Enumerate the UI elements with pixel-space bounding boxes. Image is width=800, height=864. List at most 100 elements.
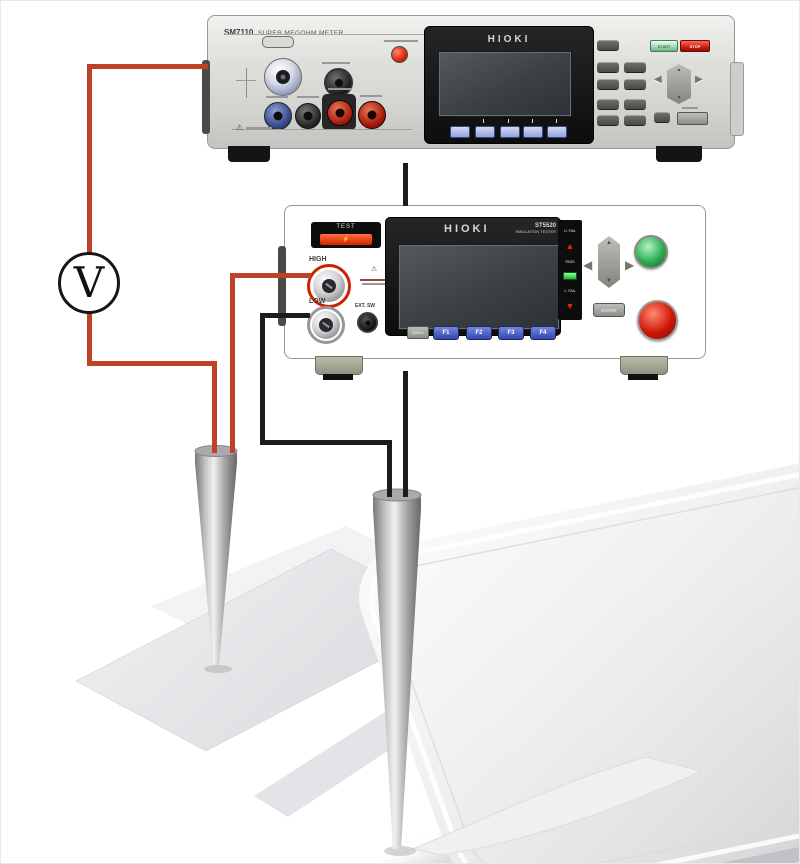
tester-left-handle (278, 246, 286, 326)
preset-button[interactable] (262, 36, 294, 48)
lamp-label-line (384, 40, 418, 42)
arrow-left-key[interactable]: ◀ (583, 258, 593, 272)
wire-high-to-probe1 (230, 273, 235, 453)
arrow-right-key[interactable]: ▶ (625, 258, 635, 272)
wire-voltmeter-to-probe1 (212, 361, 217, 453)
function-key-1[interactable] (450, 126, 470, 138)
brand-logo: HIOKI (487, 34, 531, 45)
enter-key[interactable]: ENTER (593, 303, 625, 317)
stop-key-label: STOP (689, 43, 701, 49)
rec-key[interactable] (654, 112, 670, 122)
probe2-shadow (384, 846, 416, 856)
caution-text-line (246, 127, 273, 129)
f2-key-label: F2 (475, 330, 483, 336)
f4-key[interactable]: F4 (530, 326, 556, 340)
black-jack[interactable] (295, 103, 321, 129)
caution-row: ⚠ (236, 123, 273, 132)
bolt-icon: ⚡ (342, 236, 350, 243)
input-connector[interactable] (264, 58, 302, 96)
megohm-meter-right-handle (730, 62, 744, 136)
megohm-meter-model: SM7110 (224, 28, 254, 37)
stop-button[interactable] (637, 300, 678, 341)
start-key-label: START (657, 43, 671, 49)
jack-label-line (297, 96, 319, 98)
wire-link-between-instruments (403, 163, 408, 206)
upper-fail-lamp: ▲ (565, 240, 575, 251)
stop-key[interactable]: STOP (680, 40, 710, 52)
lower-fail-label: L. FAIL (564, 289, 576, 294)
wire-voltmeter-vertical (87, 64, 92, 366)
wire-low-vertical (260, 313, 265, 445)
keypad-key[interactable] (597, 40, 619, 50)
megohm-meter-display: HIOKI (424, 26, 594, 144)
tester-model: ST5520 (534, 223, 556, 229)
lcd-screen (438, 51, 572, 117)
keypad-key[interactable] (597, 115, 619, 125)
guard-jack[interactable] (324, 68, 353, 97)
high-terminal[interactable] (307, 264, 351, 308)
judge-lamp-strip: U. FAIL ▲ PASS L. FAIL ▼ (558, 220, 582, 320)
warning-icon: ⚠ (370, 266, 378, 273)
upper-fail-label: U. FAIL (564, 228, 576, 233)
keypad-key[interactable] (597, 62, 619, 72)
arrow-right-key[interactable]: ▶ (695, 74, 703, 85)
f3-key[interactable]: F3 (498, 326, 524, 340)
megohm-meter-nameplate: SM7110 SUPER MEGOHM METER (224, 22, 344, 40)
low-terminal[interactable] (307, 306, 345, 344)
shift-key[interactable] (677, 112, 708, 125)
menu-key[interactable]: MENU (407, 326, 429, 339)
keypad-key[interactable] (624, 62, 646, 72)
test-lamp-box: TEST ⚡ (311, 222, 381, 248)
jack-label-line (328, 88, 352, 90)
rocker-down-icon: ▼ (606, 278, 612, 284)
red-jack-high[interactable] (327, 100, 353, 126)
warning-icon: ⚠ (236, 123, 244, 132)
test-probe-2 (372, 488, 422, 849)
function-key-4[interactable] (523, 126, 543, 138)
f1-key[interactable]: F1 (433, 326, 459, 340)
wire-low-horizontal (260, 313, 310, 318)
tester-foot-left (315, 356, 363, 375)
voltmeter-label: V (73, 258, 105, 307)
insulation-tester: TEST ⚡ HIGH ⚠ LOW EXT. SW (278, 205, 706, 380)
jack-row-rule (232, 129, 412, 130)
pass-lamp (563, 272, 577, 281)
start-key[interactable]: START (650, 40, 678, 52)
f1-key-label: F1 (442, 330, 450, 336)
menu-key-label: MENU (412, 330, 424, 335)
megohm-meter-foot-right (656, 146, 702, 162)
f4-key-label: F4 (539, 330, 547, 336)
panel-diagram-glyph (234, 66, 258, 102)
jack-label-line (322, 62, 350, 64)
nameplate-rule (224, 34, 506, 35)
probe1-shadow (204, 665, 232, 673)
voltmeter-symbol: V (58, 252, 120, 314)
max-voltage-warning: ⚠ (357, 258, 391, 285)
ext-sw-jack[interactable] (357, 312, 378, 333)
jack-label-line (266, 96, 288, 98)
up-down-rocker[interactable]: ▲ ▼ (598, 236, 620, 288)
function-key-5[interactable] (547, 126, 567, 138)
function-key-3[interactable] (500, 126, 520, 138)
wire-link-to-probe2 (403, 371, 408, 497)
up-down-rocker[interactable]: ▲ ▼ (667, 64, 691, 104)
wire-low-horizontal-bottom (260, 440, 392, 445)
keypad-key[interactable] (624, 79, 646, 89)
f2-key[interactable]: F2 (466, 326, 492, 340)
film-sheet-front (411, 756, 703, 856)
keypad-key[interactable] (597, 99, 619, 109)
test-lamp-label: TEST (336, 224, 356, 230)
wire-voltmeter-horizontal-top (87, 64, 208, 69)
megohm-meter: SM7110 SUPER MEGOHM METER (202, 15, 744, 162)
tester-foot-right (620, 356, 668, 375)
red-jack-source[interactable] (358, 101, 386, 129)
arrow-left-key[interactable]: ◀ (654, 74, 662, 85)
keypad-key[interactable] (624, 115, 646, 125)
keypad-key[interactable] (597, 79, 619, 89)
device-under-test-scene (75, 445, 799, 863)
blue-jack[interactable] (264, 102, 292, 130)
keypad-key[interactable] (624, 99, 646, 109)
function-key-2[interactable] (475, 126, 495, 138)
start-button[interactable] (634, 235, 668, 269)
